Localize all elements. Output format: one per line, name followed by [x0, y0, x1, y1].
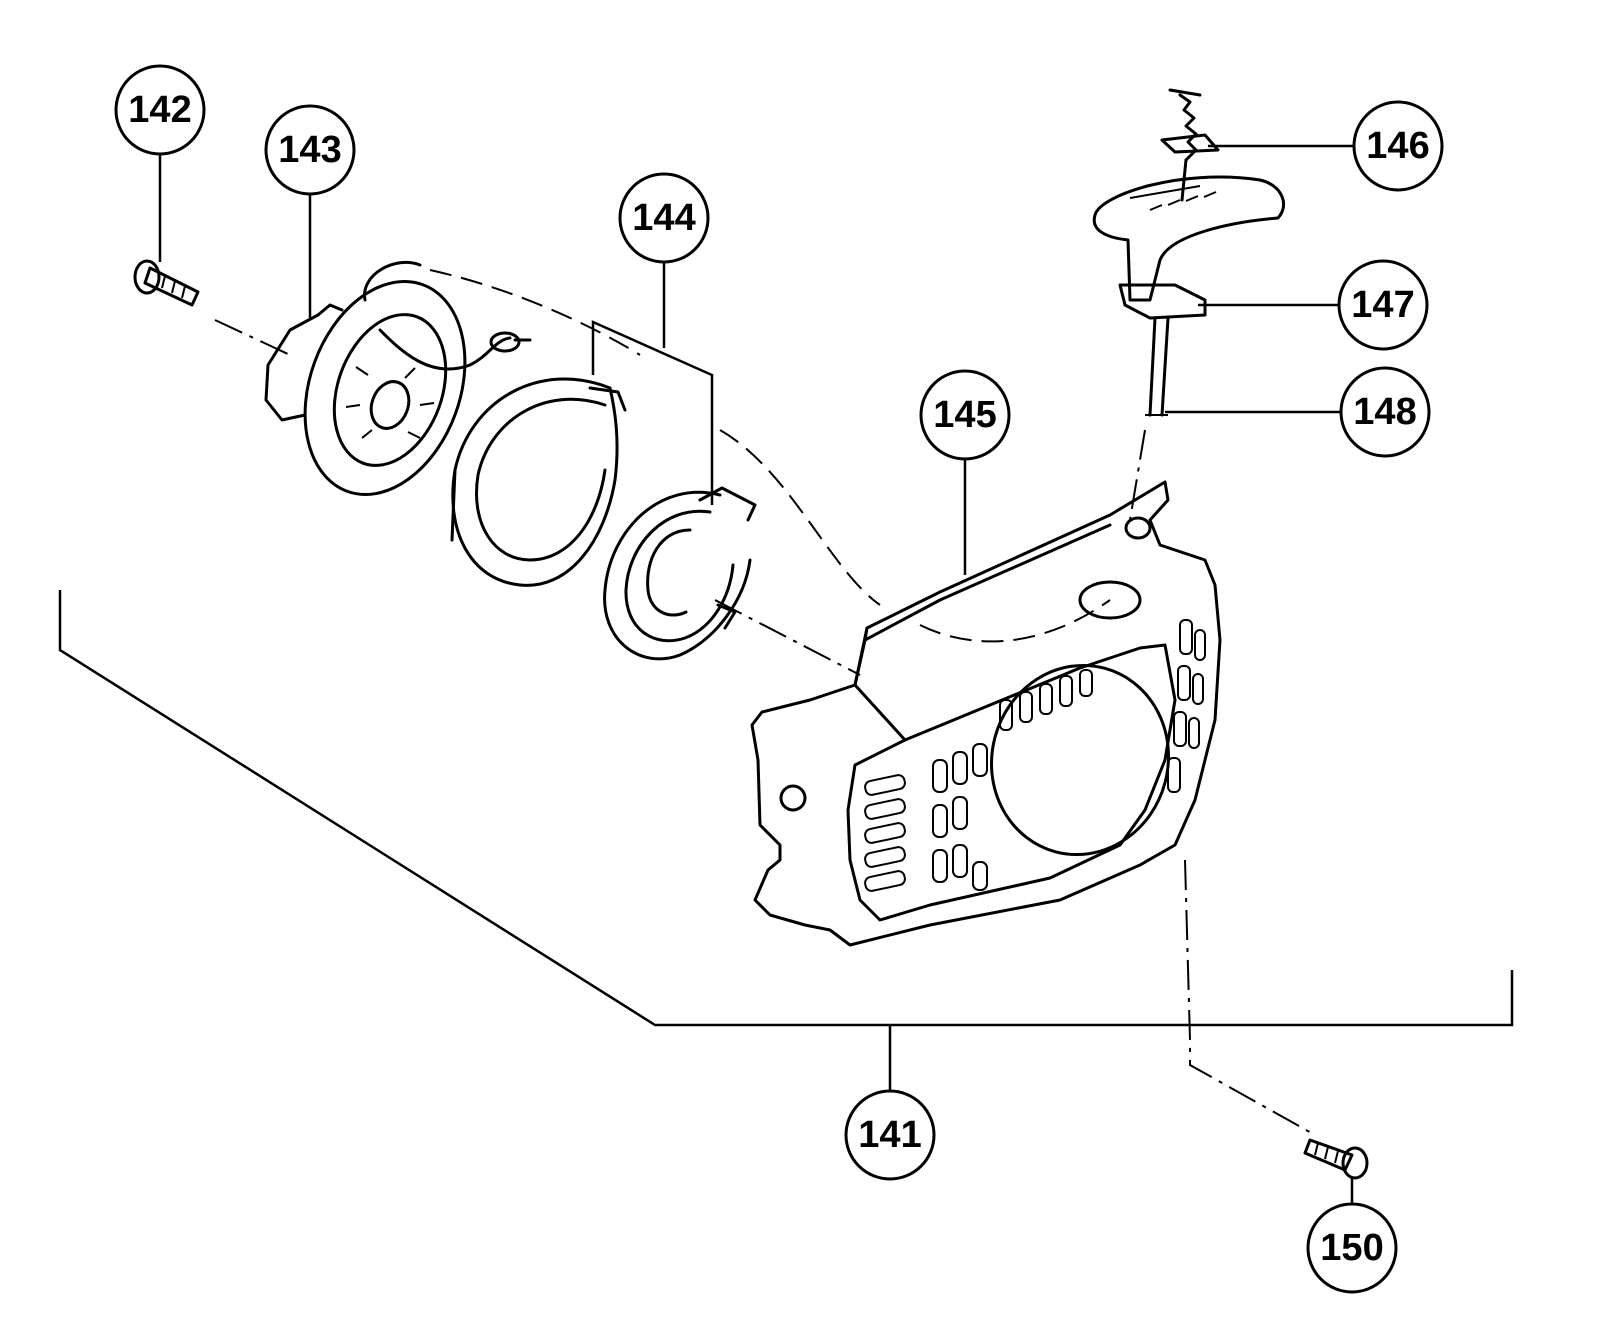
starter-housing-145 [750, 480, 1222, 947]
callout-144-label: 144 [632, 197, 695, 239]
recoil-spring-144 [603, 486, 757, 661]
callout-143-label: 143 [278, 129, 341, 171]
screw-142 [133, 259, 200, 307]
callout-147-label: 147 [1351, 284, 1414, 326]
assembly-bracket-141 [58, 590, 1514, 1090]
callout-142-label: 142 [128, 89, 191, 131]
callout-141: 141 [844, 1089, 936, 1181]
rope-148 [1145, 316, 1170, 417]
callout-146: 146 [1352, 100, 1444, 192]
callout-141-label: 141 [858, 1114, 921, 1156]
callout-150: 150 [1306, 1202, 1398, 1294]
callout-147: 147 [1337, 259, 1429, 351]
leader-lines [158, 144, 1355, 575]
leader-144 [591, 262, 714, 505]
handle-grip-147 [1092, 175, 1285, 320]
callout-144: 144 [618, 172, 710, 264]
alignment-lines [214, 269, 1316, 1136]
callout-150-label: 150 [1320, 1227, 1383, 1269]
callout-145-label: 145 [933, 394, 996, 436]
callout-145: 145 [919, 369, 1011, 461]
callout-146-label: 146 [1366, 125, 1429, 167]
callout-148: 148 [1339, 366, 1431, 458]
callout-143: 143 [264, 104, 356, 196]
callout-148-label: 148 [1353, 391, 1416, 433]
handle-assembly [1092, 88, 1285, 417]
screw-150 [1303, 1138, 1369, 1205]
rope-guide-144 [450, 377, 627, 587]
callout-142: 142 [114, 64, 206, 156]
pulley-143 [264, 260, 532, 497]
housing-vents [864, 619, 1206, 892]
